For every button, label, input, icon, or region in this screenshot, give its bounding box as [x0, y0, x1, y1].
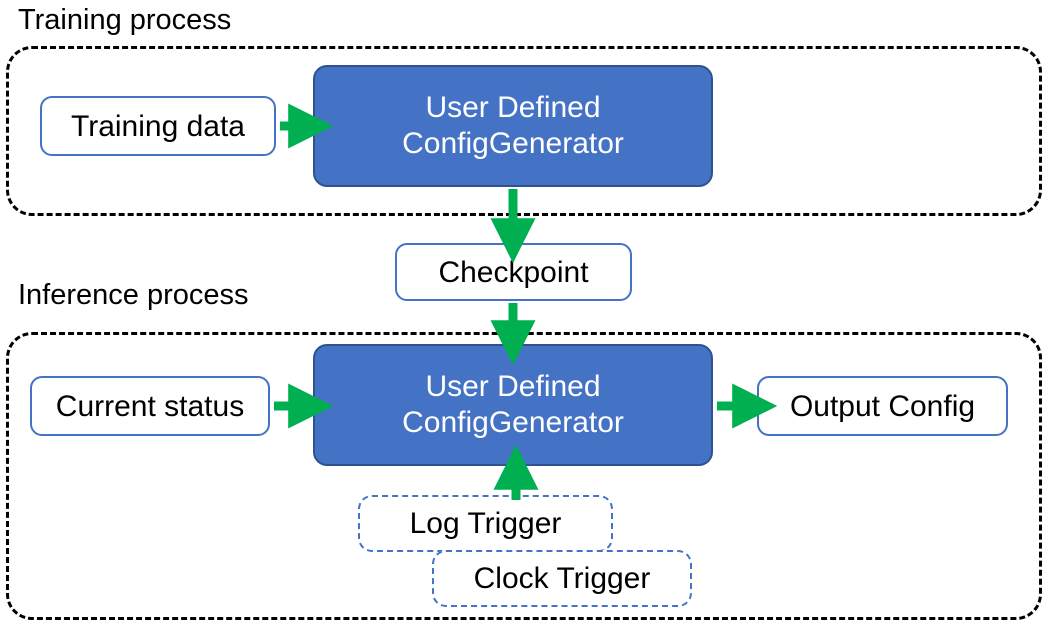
node-inference-config-generator-line2: ConfigGenerator	[402, 406, 624, 439]
node-current-status-label: Current status	[55, 389, 245, 423]
node-clock-trigger[interactable]: Clock Trigger	[432, 550, 692, 607]
node-training-config-generator[interactable]: User Defined ConfigGenerator	[313, 65, 713, 187]
node-training-data-label: Training data	[71, 109, 245, 143]
node-inference-config-generator-line1: User Defined	[425, 370, 601, 403]
node-training-config-generator-line2: ConfigGenerator	[402, 127, 624, 160]
node-inference-config-generator[interactable]: User Defined ConfigGenerator	[313, 344, 713, 466]
node-checkpoint[interactable]: Checkpoint	[395, 243, 632, 301]
node-log-trigger[interactable]: Log Trigger	[358, 495, 613, 552]
section-caption-training: Training process	[18, 4, 232, 36]
node-log-trigger-label: Log Trigger	[409, 507, 562, 540]
node-checkpoint-label: Checkpoint	[438, 255, 589, 289]
node-output-config[interactable]: Output Config	[757, 376, 1008, 436]
node-current-status[interactable]: Current status	[30, 376, 270, 436]
node-output-config-label: Output Config	[789, 389, 976, 423]
section-caption-inference: Inference process	[18, 279, 249, 311]
node-training-data[interactable]: Training data	[40, 96, 276, 156]
node-training-config-generator-line1: User Defined	[425, 91, 601, 124]
training-process-container	[6, 46, 1042, 216]
node-clock-trigger-label: Clock Trigger	[473, 562, 651, 595]
